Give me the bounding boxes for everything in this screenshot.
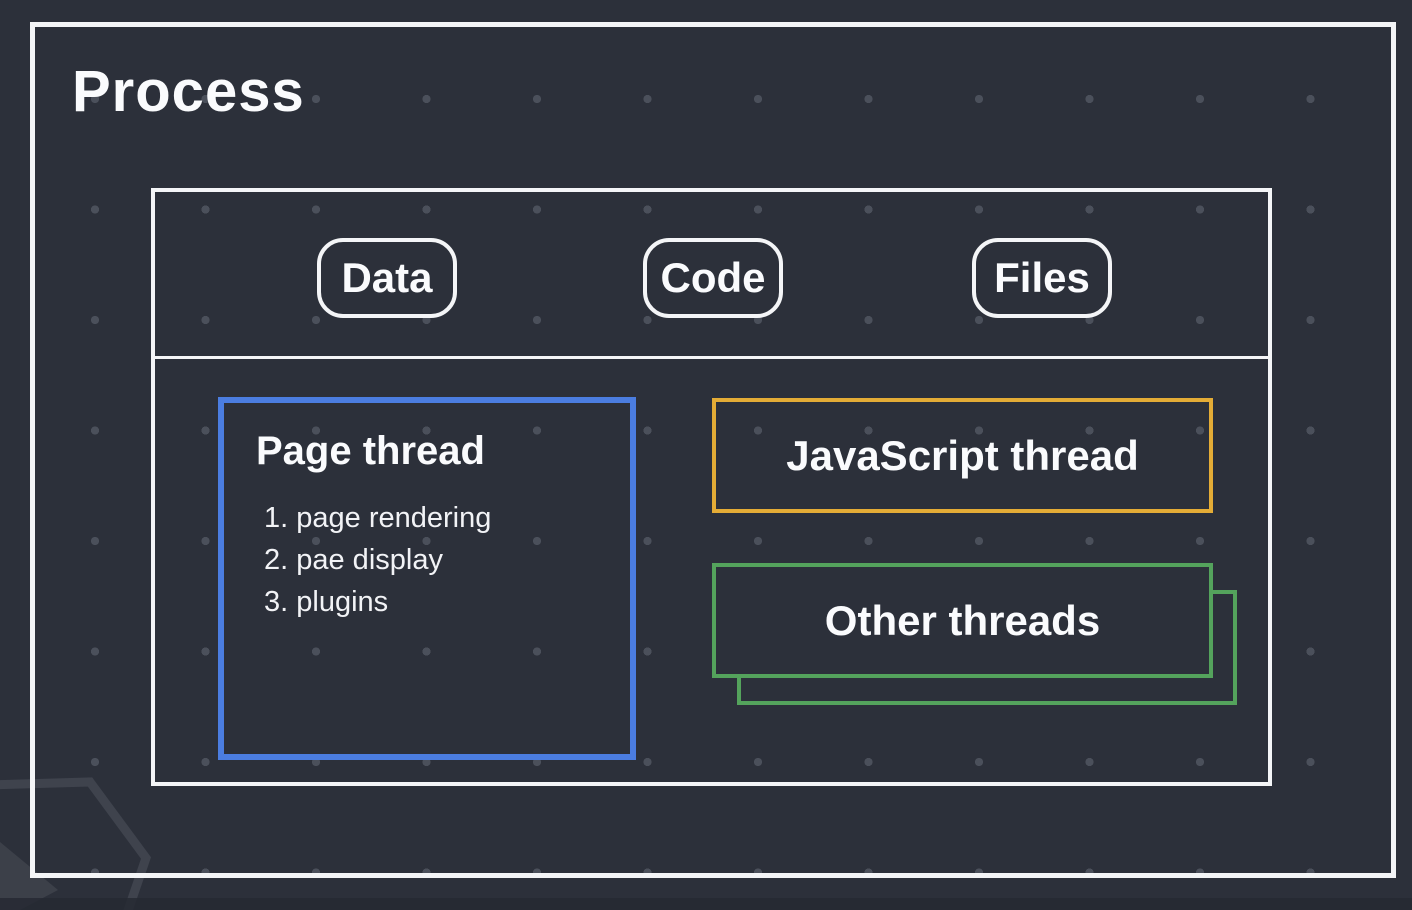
data-pill-label: Data [341, 254, 433, 301]
page-thread-list: 1. page rendering 2. pae display 3. plug… [264, 501, 491, 626]
other-threads-label: Other threads [824, 596, 1101, 644]
process-frame [30, 22, 1396, 878]
javascript-thread-box: JavaScript thread [712, 398, 1213, 513]
code-pill: Code [643, 238, 783, 318]
data-pill: Data [317, 238, 457, 318]
page-thread-box: Page thread 1. page rendering 2. pae dis… [218, 397, 636, 760]
list-item: 2. pae display [264, 543, 443, 576]
bottom-band [0, 898, 1412, 910]
page-thread-title: Page thread [256, 429, 485, 473]
files-pill-label: Files [994, 254, 1090, 301]
page-title: Process [72, 59, 305, 124]
list-item: 1. page rendering [264, 502, 492, 534]
javascript-thread-label: JavaScript thread [786, 431, 1139, 479]
section-divider [155, 356, 1268, 359]
files-pill: Files [972, 238, 1112, 318]
list-item: 3. plugins [264, 585, 389, 618]
code-pill-label: Code [660, 254, 766, 301]
process-inner-box: Data Code Files Page thread 1. page rend… [151, 188, 1272, 786]
other-threads-box: Other threads [712, 563, 1213, 678]
